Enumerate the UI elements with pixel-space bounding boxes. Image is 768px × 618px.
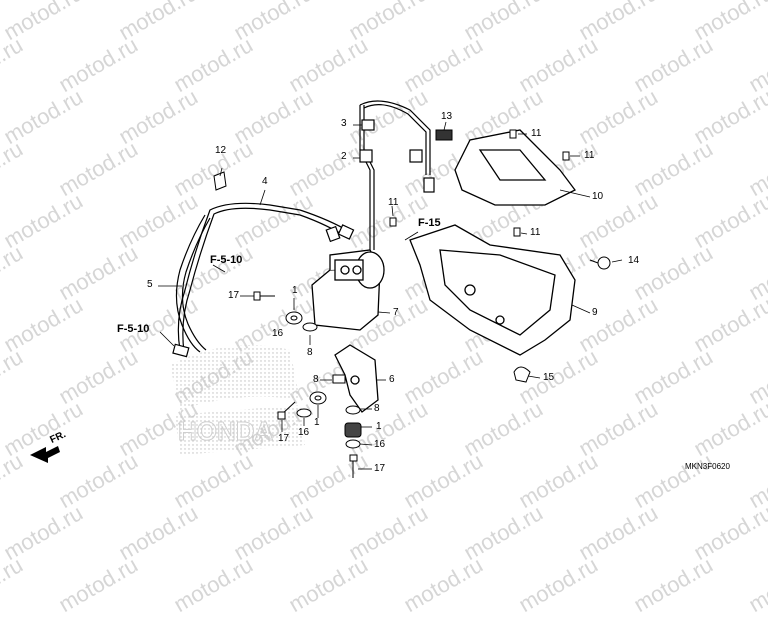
clamp-14: [589, 256, 611, 270]
brake-pipe-2-3: [359, 100, 435, 250]
callout-11-d: 11: [530, 227, 541, 238]
mount-rubber-upper: [285, 311, 303, 325]
callout-11-b: 11: [584, 150, 595, 161]
bolts-11: [389, 129, 570, 237]
washers: [296, 322, 361, 449]
grommet-15: [513, 366, 531, 383]
callout-1-a: 1: [292, 285, 298, 296]
callout-10: 10: [592, 191, 604, 202]
section-ref-f510-b: F-5-10: [117, 323, 150, 335]
callout-8-b: 8: [313, 374, 319, 385]
callout-15: 15: [543, 372, 555, 383]
callout-3: 3: [341, 118, 347, 129]
callout-17-a: 17: [228, 290, 240, 301]
callout-16-b: 16: [298, 427, 310, 438]
callout-16-a: 16: [272, 328, 284, 339]
callout-2: 2: [341, 151, 347, 162]
callout-1-c: 1: [376, 421, 382, 432]
callout-11-c: 11: [388, 197, 399, 208]
honda-wordmark: HONDA: [178, 416, 274, 446]
callout-8-c: 8: [374, 403, 380, 414]
parts-diagram: HONDA: [30, 100, 623, 478]
collars: [332, 374, 361, 415]
callout-11-a: 11: [531, 128, 542, 139]
battery-cover: [454, 129, 576, 206]
abs-modulator: [311, 249, 385, 331]
front-arrow: [30, 446, 60, 463]
callout-17-b: 17: [278, 433, 290, 444]
callout-13: 13: [441, 111, 453, 122]
mount-rubber-middle: [309, 391, 327, 405]
callout-14: 14: [628, 255, 640, 266]
callout-5: 5: [147, 279, 153, 290]
callout-17-c: 17: [374, 463, 386, 474]
abs-bracket: [334, 344, 379, 413]
brake-pipe-4: [177, 202, 355, 353]
callout-6: 6: [389, 374, 395, 385]
callout-1-b: 1: [314, 417, 320, 428]
callout-4: 4: [262, 176, 268, 187]
diagram-code: MKN3F0620: [685, 462, 730, 471]
callout-7: 7: [393, 307, 399, 318]
callout-12: 12: [215, 145, 227, 156]
honda-logo: HONDA: [170, 345, 305, 455]
brake-pipe-5: [172, 214, 341, 358]
callout-16-c: 16: [374, 439, 386, 450]
leader-lines: [158, 121, 623, 470]
section-ref-f15: F-15: [418, 217, 441, 229]
callout-8-a: 8: [307, 347, 313, 358]
section-ref-f510-a: F-5-10: [210, 254, 243, 266]
bolts: [253, 291, 358, 478]
mount-rubber-lower: [344, 422, 362, 438]
battery-box: [409, 224, 576, 356]
callout-9: 9: [592, 307, 598, 318]
clip-13: [435, 129, 453, 141]
